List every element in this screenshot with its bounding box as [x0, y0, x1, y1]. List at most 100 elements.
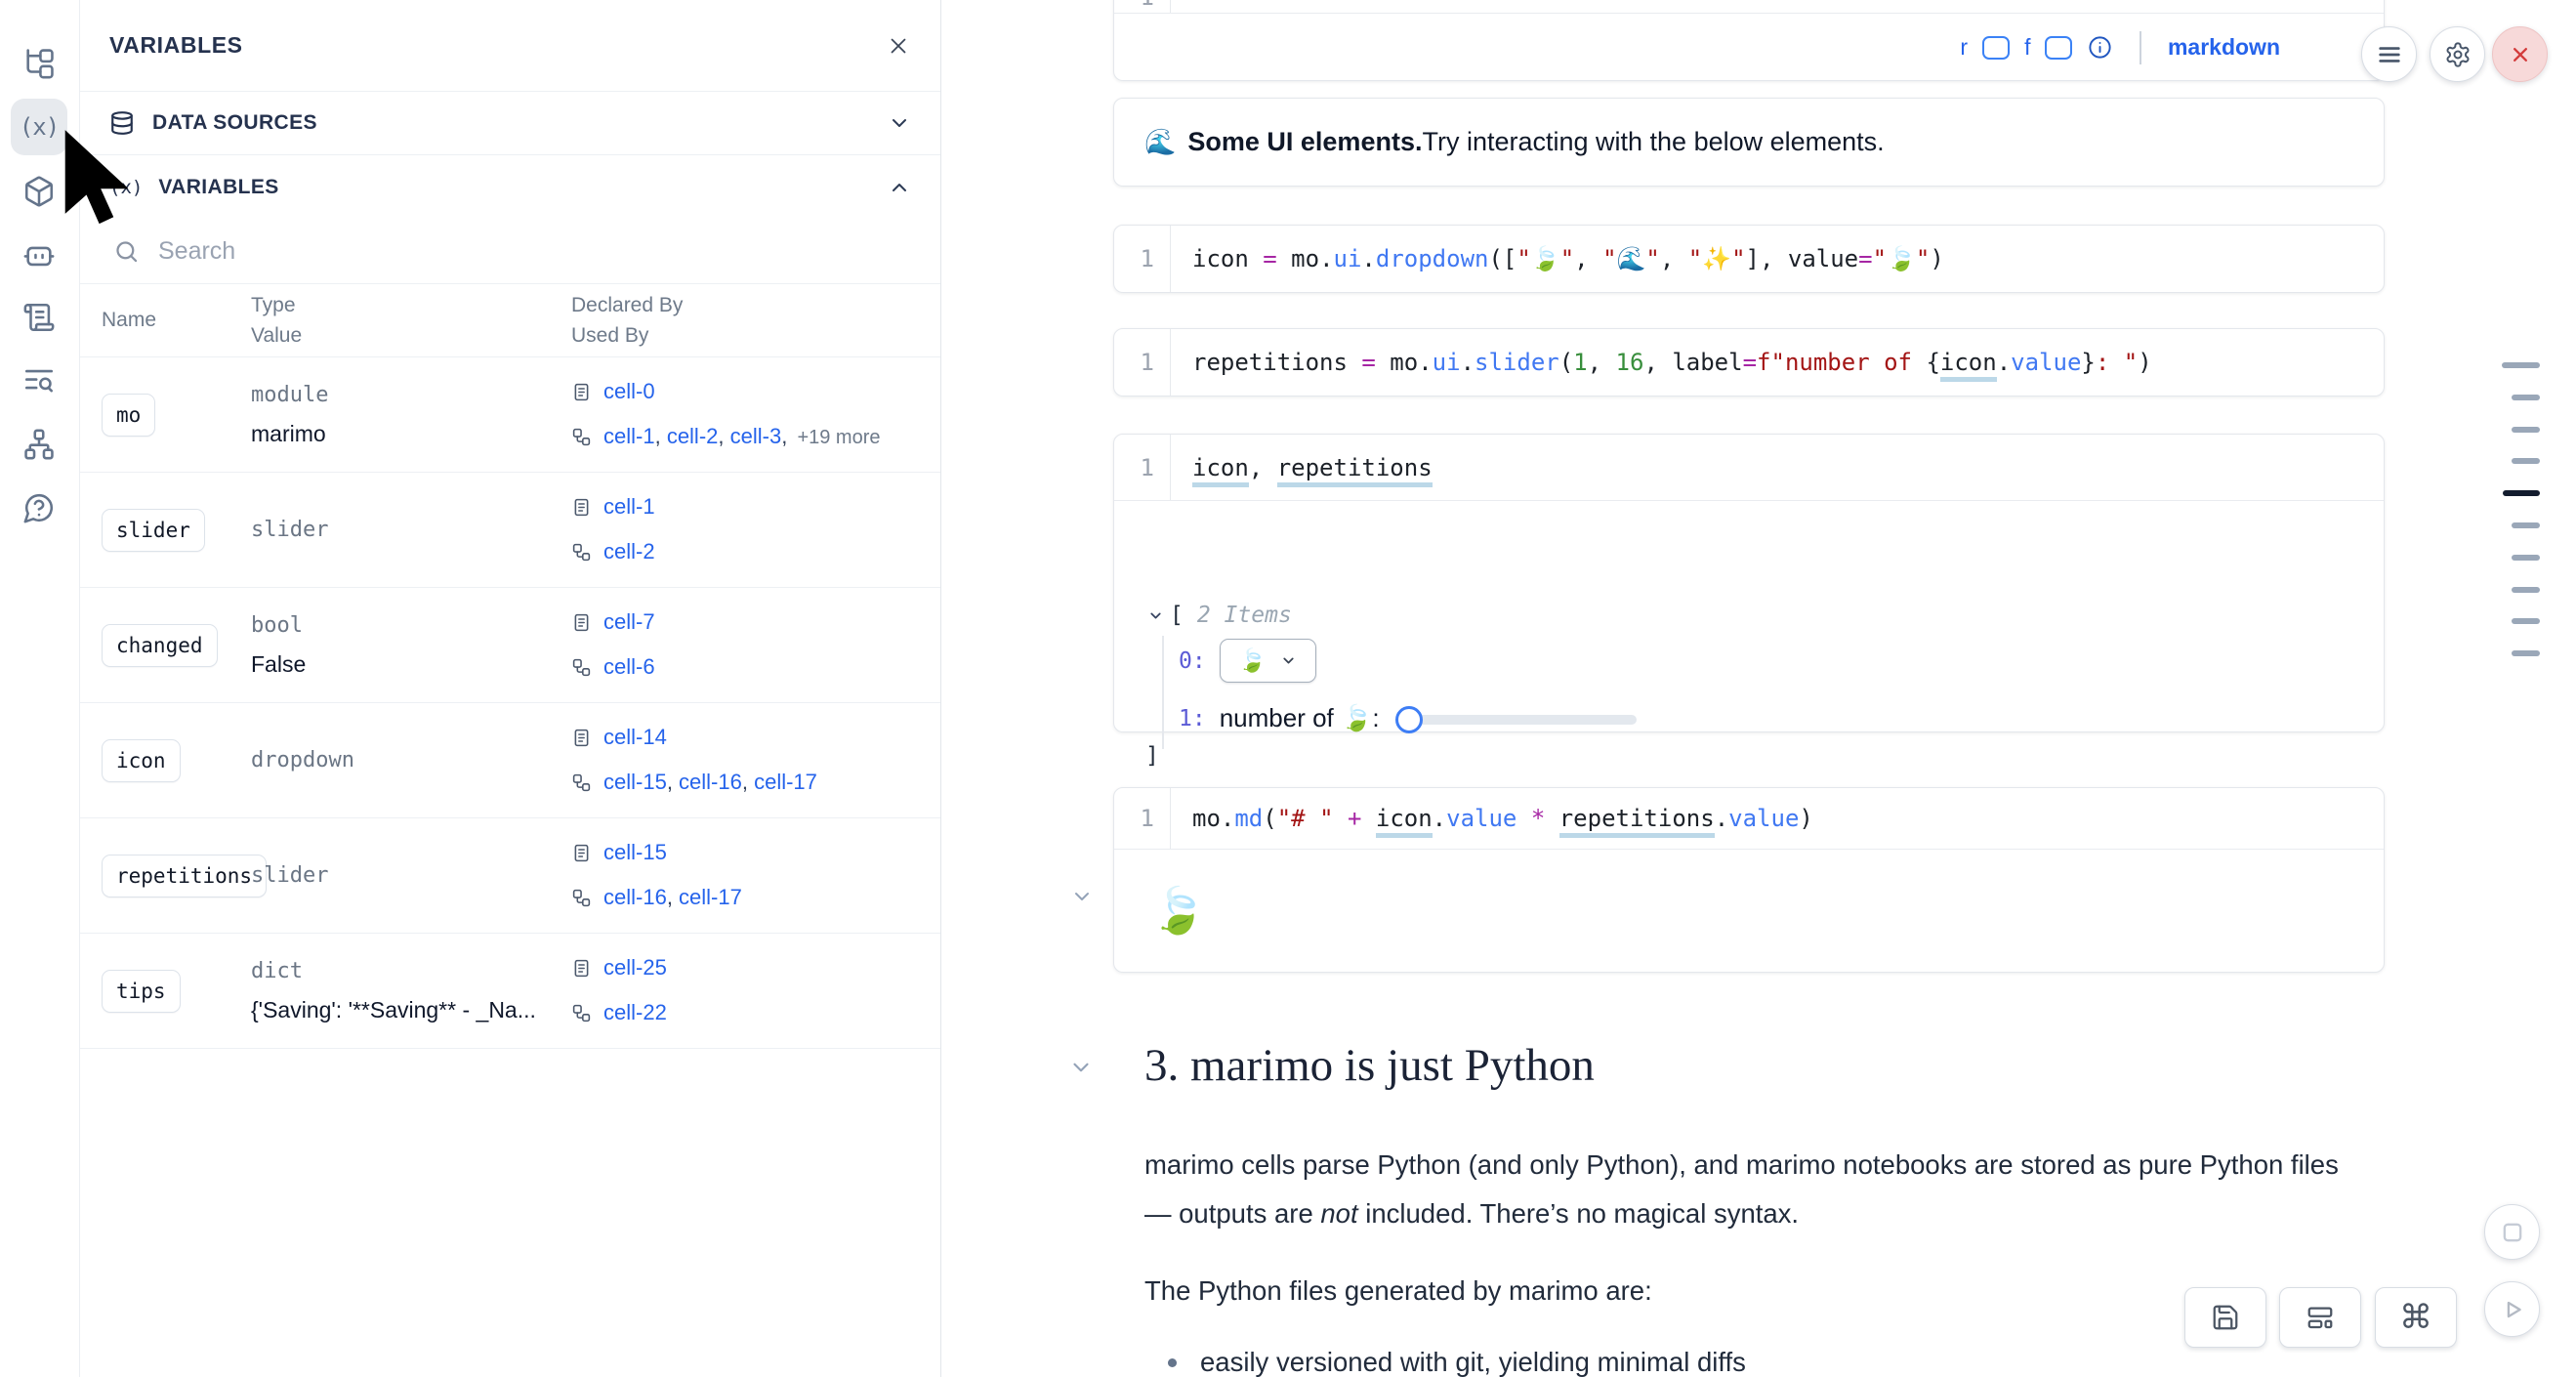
declared-by-doc-icon — [574, 844, 589, 862]
cell-link[interactable]: cell-16 — [603, 884, 667, 909]
minimap-tick[interactable] — [2512, 426, 2540, 433]
hamburger-menu-icon — [2378, 46, 2400, 63]
cell-link[interactable]: cell-16 — [679, 769, 742, 794]
line-number: 1 — [1114, 226, 1171, 292]
slider-track[interactable] — [1410, 715, 1637, 725]
variable-name-badge: icon — [102, 738, 181, 782]
variable-type: module — [251, 383, 329, 407]
minimap-tick[interactable] — [2512, 618, 2540, 625]
cell-link[interactable]: cell-25 — [603, 954, 667, 980]
variable-row: icon dropdown cell-14 cell-15, cell-16, … — [80, 703, 940, 818]
cell-link[interactable]: cell-2 — [666, 423, 719, 448]
command-palette-button[interactable]: ⌘ — [2375, 1287, 2457, 1348]
cell-link[interactable]: cell-17 — [754, 769, 817, 794]
used-by-workflow-icon — [572, 658, 591, 677]
minimap-tick[interactable] — [2503, 490, 2540, 497]
cell-tuple[interactable]: 1 icon, repetitions [ 2 Items 0: 🍃 1: nu… — [1113, 434, 2385, 769]
variables-section-label: VARIABLES — [158, 175, 279, 198]
chevron-down-icon — [1283, 657, 1294, 664]
database-icon — [109, 110, 135, 136]
section-paragraph: marimo cells parse Python (and only Pyth… — [1144, 1141, 2394, 1238]
bullet-dot — [1168, 1357, 1177, 1367]
variable-type: bool — [251, 613, 303, 638]
slider-label: number of 🍃: — [1219, 703, 1380, 732]
cell-link[interactable]: cell-15 — [603, 769, 667, 794]
minimap-tick[interactable] — [2512, 554, 2540, 561]
package-box-icon[interactable] — [11, 163, 67, 220]
r-checkbox[interactable] — [1982, 35, 2011, 60]
close-panel-button[interactable] — [886, 33, 911, 59]
cell-link[interactable]: cell-17 — [679, 884, 742, 909]
cell-link[interactable]: cell-1 — [603, 493, 655, 519]
language-toggle[interactable]: markdown — [2167, 34, 2280, 60]
gear-icon — [2446, 41, 2469, 67]
code-editor[interactable]: icon = mo.ui.dropdown(["🍃", "🌊", "✨"], v… — [1192, 245, 1944, 272]
f-checkbox[interactable] — [2045, 35, 2073, 60]
dropdown-select[interactable]: 🍃 — [1219, 639, 1316, 683]
cell-md-multiply[interactable]: 1 mo.md("# " + icon.value * repetitions.… — [1113, 787, 2385, 973]
scroll-to-top-button[interactable] — [2484, 1204, 2540, 1260]
cell-link[interactable]: cell-3 — [729, 423, 782, 448]
variable-row: mo module marimo cell-0 cell-1, cell-2, … — [80, 357, 940, 473]
panel-title: VARIABLES — [109, 32, 243, 58]
variables-section-header[interactable]: (x) VARIABLES — [80, 155, 940, 219]
collapse-chevron-icon[interactable] — [1147, 607, 1164, 624]
cell-link[interactable]: cell-0 — [603, 378, 655, 403]
logs-search-icon[interactable] — [11, 353, 67, 409]
used-by-workflow-icon — [572, 1004, 591, 1022]
help-icon[interactable] — [11, 480, 67, 536]
run-button[interactable] — [2484, 1281, 2540, 1337]
cell-link[interactable]: cell-2 — [603, 538, 655, 563]
cell-link[interactable]: cell-14 — [603, 724, 667, 749]
info-icon[interactable] — [2087, 34, 2113, 61]
minimap-tick[interactable] — [2512, 458, 2540, 465]
r-label: r — [1960, 34, 1969, 60]
minimap-tick[interactable] — [2512, 522, 2540, 528]
collapse-output-chevron-icon[interactable] — [1070, 885, 1094, 908]
save-button[interactable] — [2184, 1287, 2266, 1348]
minimap-tick[interactable] — [2512, 586, 2540, 593]
cell-link[interactable]: cell-6 — [603, 653, 655, 679]
cell-link[interactable]: cell-1 — [603, 423, 655, 448]
minimap-tick[interactable] — [2512, 394, 2540, 400]
cell-markdown-header[interactable]: 1 **🌊 Some UI elements.** Try interactin… — [1113, 0, 2385, 81]
minimap-tick[interactable] — [2512, 650, 2540, 657]
cell-slider-code[interactable]: 1 repetitions = mo.ui.slider(1, 16, labe… — [1113, 328, 2385, 396]
bullet-text: easily versioned with git, yielding mini… — [1200, 1347, 1746, 1377]
search-input[interactable] — [158, 236, 907, 266]
code-editor[interactable]: icon, repetitions — [1171, 453, 1433, 487]
leaf-emoji: 🍃 — [1150, 885, 1207, 936]
minimap-tick[interactable] — [2502, 362, 2540, 368]
declared-by-doc-icon — [574, 383, 589, 401]
bullet-item: easily versioned with git, yielding mini… — [1144, 1347, 1746, 1377]
index-0: 0: — [1179, 647, 1206, 674]
md-output: 🍃 — [1114, 850, 2384, 972]
header-declared-by: Declared By — [571, 294, 684, 316]
settings-button[interactable] — [2430, 26, 2485, 82]
slider-thumb[interactable] — [1395, 706, 1423, 733]
variables-icon[interactable]: (x) — [11, 99, 67, 155]
code-editor[interactable]: mo.md("# " + icon.value * repetitions.va… — [1171, 805, 1813, 838]
variable-name-badge: repetitions — [102, 854, 268, 897]
shutdown-button[interactable] — [2492, 26, 2548, 82]
layout-button[interactable] — [2279, 1287, 2361, 1348]
cell-dropdown-code[interactable]: 1 icon = mo.ui.dropdown(["🍃", "🌊", "✨"],… — [1113, 225, 2385, 293]
variable-name-badge: mo — [102, 393, 156, 437]
collapse-section-chevron-icon[interactable] — [1068, 1055, 1094, 1080]
data-sources-section-header[interactable]: DATA SOURCES — [80, 92, 940, 155]
search-icon — [116, 240, 138, 262]
code-editor[interactable]: repetitions = mo.ui.slider(1, 16, label=… — [1171, 349, 2152, 382]
cell-link[interactable]: cell-22 — [603, 999, 667, 1024]
cell-link[interactable]: cell-15 — [603, 839, 667, 864]
scratchpad-scroll-icon[interactable] — [11, 289, 67, 346]
cell-link[interactable]: cell-7 — [603, 608, 655, 634]
variable-row: changed bool False cell-7 cell-6 — [80, 588, 940, 703]
file-tree-icon[interactable] — [11, 35, 67, 92]
dependency-graph-icon[interactable] — [11, 416, 67, 473]
notebook-menu-button[interactable] — [2361, 26, 2417, 82]
ai-bot-icon[interactable] — [11, 227, 67, 283]
tuple-output-tree: [ 2 Items 0: 🍃 1: number of 🍃: ] — [1114, 501, 2384, 769]
layout-icon — [2307, 1307, 2333, 1329]
bracket-open: [ — [1170, 603, 1184, 628]
